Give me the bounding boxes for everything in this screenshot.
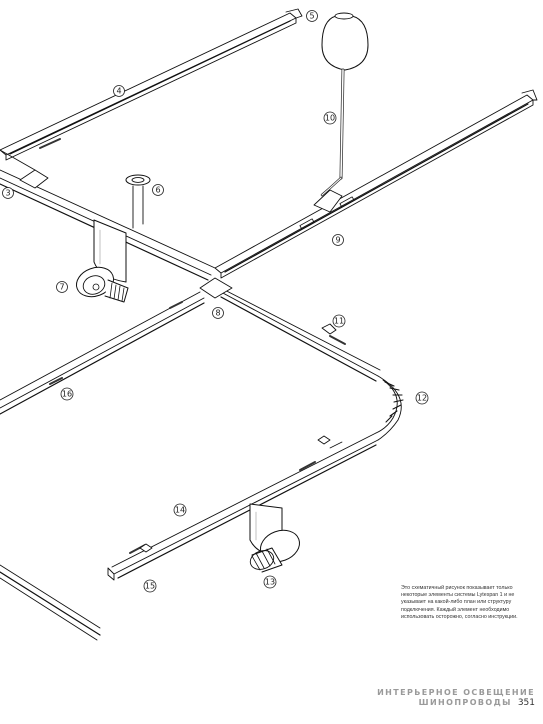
callout-14: 14 <box>173 503 187 517</box>
clip-11 <box>139 323 337 553</box>
callout-9: 9 <box>332 234 344 246</box>
track-4 <box>0 8 303 161</box>
callout-10: 10 <box>323 111 337 125</box>
svg-text:16: 16 <box>62 390 72 399</box>
svg-text:14: 14 <box>175 506 185 515</box>
pendant-canopy-10 <box>313 12 369 213</box>
callout-16: 16 <box>60 387 74 401</box>
flex-connector-12 <box>375 375 404 441</box>
callout-13: 13 <box>263 575 277 589</box>
chapter-title: ШИНОПРОВОДЫ <box>418 698 512 707</box>
figure-description: Это схематичный рисунок показывает тольк… <box>401 585 518 620</box>
svg-text:10: 10 <box>325 114 335 123</box>
svg-text:8: 8 <box>215 309 220 318</box>
callout-8: 8 <box>212 307 224 319</box>
callout-15: 15 <box>143 579 157 593</box>
svg-text:6: 6 <box>155 186 160 195</box>
svg-text:4: 4 <box>116 87 121 96</box>
track-16 <box>0 291 205 415</box>
track-14 <box>107 432 379 581</box>
svg-text:9: 9 <box>335 236 340 245</box>
ceiling-feed-6 <box>125 174 151 229</box>
spotlight-13 <box>249 503 300 573</box>
svg-text:11: 11 <box>334 317 344 326</box>
svg-text:5: 5 <box>309 12 314 21</box>
page-footer: ИНТЕРЬЕРНОЕ ОСВЕЩЕНИЕ ШИНОПРОВОДЫ 351 <box>377 688 535 708</box>
page-number: 351 <box>517 698 535 708</box>
callout-3: 3 <box>2 187 14 199</box>
track-8-to-12 <box>199 277 381 382</box>
svg-text:3: 3 <box>5 189 10 198</box>
callout-12: 12 <box>415 391 429 405</box>
svg-text:15: 15 <box>145 582 155 591</box>
track-bottom-left <box>0 564 101 641</box>
callout-5: 5 <box>306 10 318 22</box>
section-title: ИНТЕРЬЕРНОЕ ОСВЕЩЕНИЕ <box>377 688 535 697</box>
spotlight-7 <box>76 219 129 303</box>
footer-line2: ШИНОПРОВОДЫ 351 <box>377 698 535 708</box>
callout-11: 11 <box>332 314 346 328</box>
svg-text:12: 12 <box>417 394 427 403</box>
callout-7: 7 <box>56 281 68 293</box>
svg-text:13: 13 <box>265 578 275 587</box>
callouts: 3 4 5 6 7 8 9 10 11 12 13 14 15 16 <box>2 10 429 593</box>
callout-6: 6 <box>152 184 164 196</box>
track-9 <box>214 89 538 279</box>
callout-4: 4 <box>113 85 125 97</box>
svg-text:7: 7 <box>59 283 64 292</box>
